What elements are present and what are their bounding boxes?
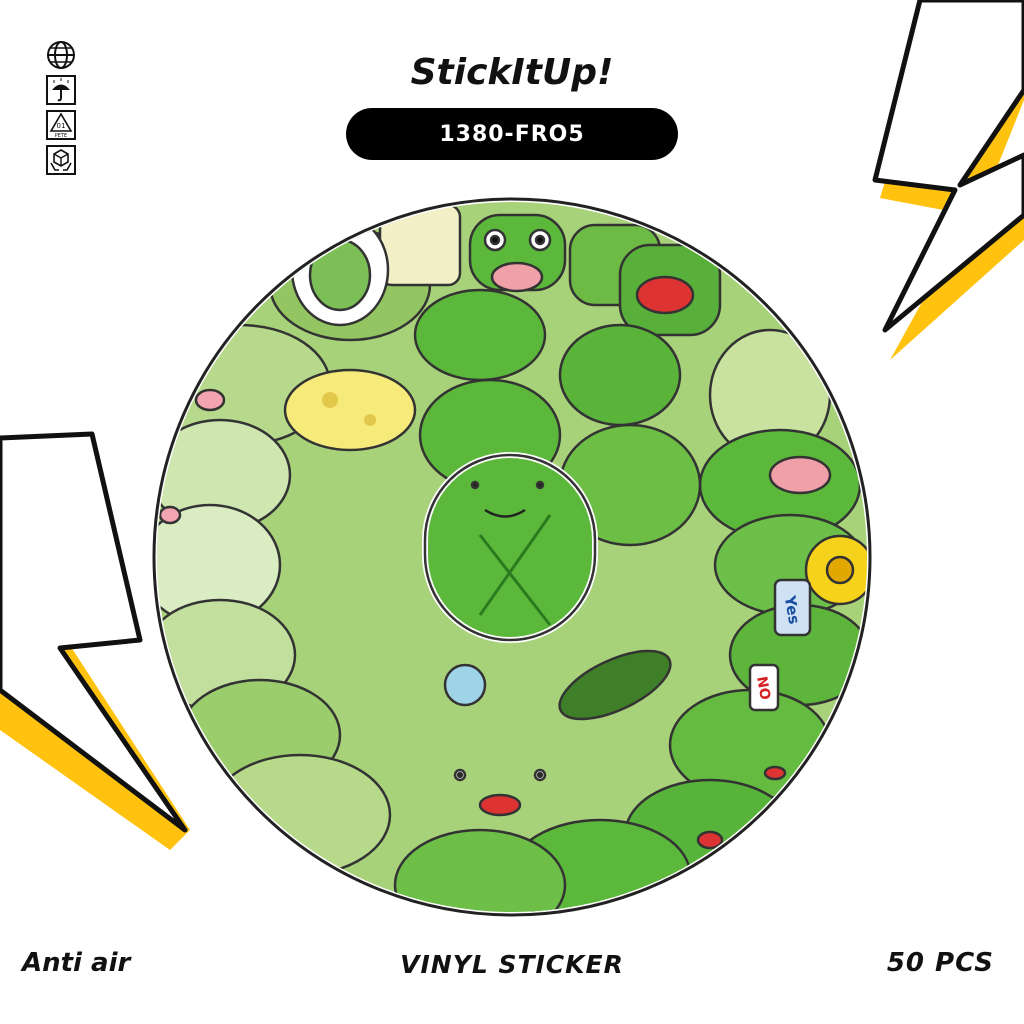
recycle-number: 01 <box>57 122 66 130</box>
umbrella-icon <box>46 75 76 105</box>
info-icons: 01 PETE <box>46 40 76 175</box>
feature-anti-air: Anti air <box>22 948 131 978</box>
sticker-yes-text: Yes <box>780 593 803 625</box>
box-hands-icon <box>46 145 76 175</box>
lightning-bolt-left <box>0 431 190 850</box>
piece-count: 50 PCS <box>886 948 994 978</box>
recycle-pete-icon: 01 PETE <box>46 110 76 140</box>
product-code: 1380-FRO5 <box>439 121 585 147</box>
globe-icon <box>46 40 76 70</box>
frog-sticker-cluster: Yes NO <box>152 197 872 917</box>
lightning-bolt-top-right <box>872 0 1024 360</box>
product-code-badge: 1380-FRO5 <box>346 108 678 160</box>
brand-logo: StickItUp! <box>410 52 614 93</box>
sticker-no-text: NO <box>753 675 773 701</box>
product-type: VINYL STICKER <box>400 950 624 979</box>
recycle-material: PETE <box>55 133 67 139</box>
